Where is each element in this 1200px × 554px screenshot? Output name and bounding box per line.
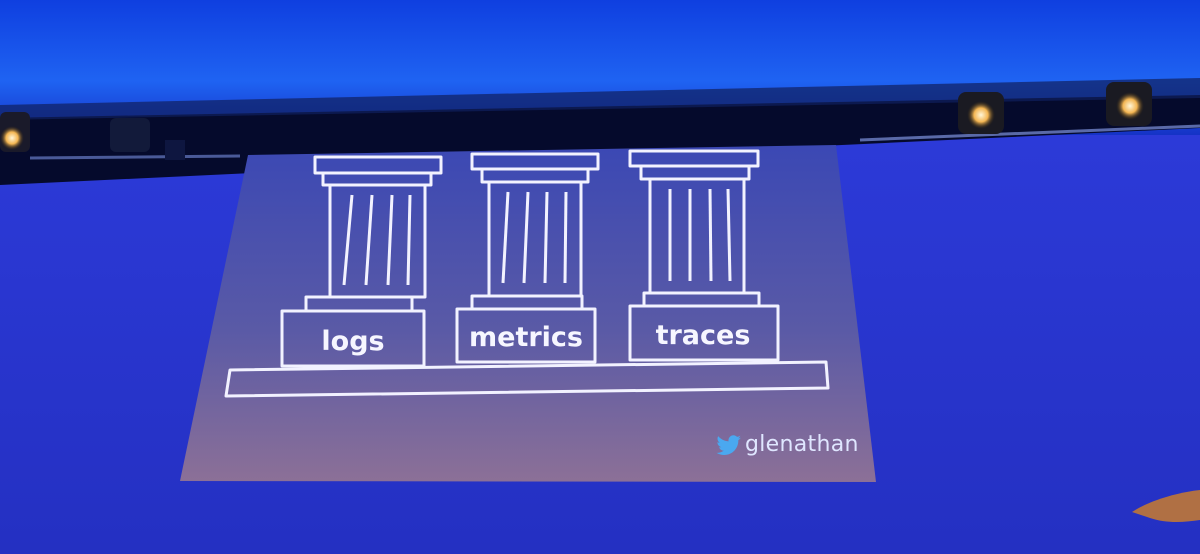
- pillar-logs: [280, 155, 443, 368]
- pillar-label-metrics: metrics: [469, 322, 583, 353]
- stage-light-right-2: [1106, 82, 1152, 126]
- pillar-label-logs: logs: [321, 326, 384, 357]
- twitter-bird-icon: [716, 435, 741, 455]
- pillar-traces: [628, 149, 780, 362]
- stage-light-left-2: [110, 118, 185, 160]
- projection-screen: [180, 145, 876, 482]
- pillar-label-traces: traces: [656, 320, 751, 351]
- pillar-metrics: [455, 152, 600, 364]
- pillars-illustration: [224, 149, 830, 398]
- hand: [1132, 490, 1200, 522]
- twitter-handle: glenathan: [745, 432, 859, 457]
- pillars-base-slab: [224, 360, 830, 398]
- stage-light-left: [0, 112, 30, 152]
- stage-light-right-1: [958, 92, 1004, 134]
